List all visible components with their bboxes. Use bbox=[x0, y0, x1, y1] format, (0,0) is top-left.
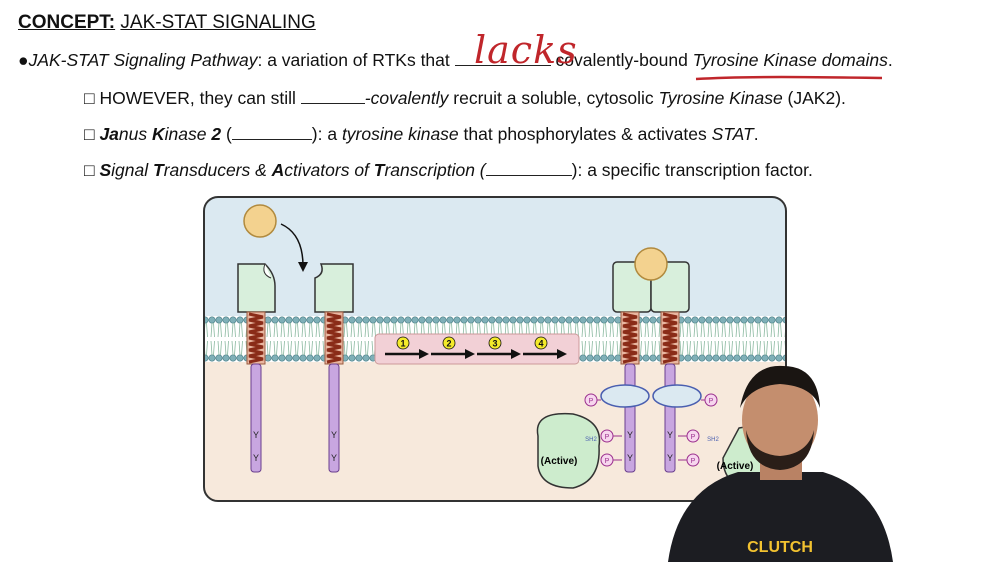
svg-text:P: P bbox=[709, 398, 714, 405]
extracellular-space bbox=[204, 197, 786, 316]
sub3-b3: A bbox=[271, 160, 285, 180]
sub2-emph: tyrosine kinase bbox=[341, 124, 459, 144]
term-jak-stat: JAK-STAT Signaling Pathway bbox=[28, 50, 258, 70]
svg-text:2: 2 bbox=[446, 339, 451, 349]
jak-oval-right bbox=[652, 384, 702, 408]
svg-text:Y: Y bbox=[667, 453, 673, 463]
jak-oval-left bbox=[600, 384, 650, 408]
svg-text:P: P bbox=[691, 458, 696, 465]
sub-bullet-1: □ HOWEVER, they can still -covalently re… bbox=[84, 88, 846, 109]
sub1-italic: -covalently bbox=[364, 88, 449, 108]
sub1-text-1: HOWEVER, they can still bbox=[94, 88, 301, 108]
checkbox-icon: □ bbox=[84, 160, 95, 180]
sub2-b3: 2 bbox=[211, 124, 222, 144]
sub1-blank bbox=[300, 89, 365, 104]
svg-text:Y: Y bbox=[627, 453, 633, 463]
svg-text:Y: Y bbox=[253, 453, 259, 463]
bullet-dot: ● bbox=[18, 50, 29, 70]
sub3-b2: T bbox=[152, 160, 164, 180]
main-text-3: . bbox=[887, 50, 893, 70]
sh2-label-right: SH2 bbox=[707, 437, 719, 443]
sub2-b2: K bbox=[152, 124, 165, 144]
sub1-text-3: (JAK2). bbox=[782, 88, 846, 108]
checkbox-icon: □ bbox=[84, 124, 95, 144]
ligand-icon bbox=[243, 204, 277, 238]
sub3-t2: ransducers & bbox=[163, 160, 272, 180]
svg-text:P: P bbox=[605, 434, 610, 441]
stat-left bbox=[536, 412, 601, 489]
arrow-down-icon bbox=[298, 262, 308, 272]
sub2-t5: that phosphorylates & activates bbox=[458, 124, 712, 144]
svg-text:3: 3 bbox=[492, 339, 497, 349]
sub3-b1: S bbox=[99, 160, 112, 180]
red-underline bbox=[695, 75, 883, 81]
sub-bullet-3: □ Signal Transducers & Activators of Tra… bbox=[84, 160, 813, 181]
receptor-monomer-right bbox=[314, 263, 354, 313]
main-bullet: ●JAK-STAT Signaling Pathway: a variation… bbox=[18, 50, 893, 71]
sub3-t4: ranscription ( bbox=[384, 160, 486, 180]
svg-text:Y: Y bbox=[331, 453, 337, 463]
main-text-2: covalently-bound bbox=[550, 50, 693, 70]
active-label-right: (Active) bbox=[717, 461, 754, 472]
page-title: CONCEPT: JAK-STAT SIGNALING bbox=[18, 12, 316, 34]
svg-text:Y: Y bbox=[627, 430, 633, 440]
shirt-logo: CLUTCH bbox=[747, 539, 813, 556]
main-text-1: : a variation of RTKs that bbox=[257, 50, 455, 70]
sub2-t6: . bbox=[753, 124, 759, 144]
sub3-t1: ignal bbox=[111, 160, 153, 180]
sh2-label-left: SH2 bbox=[585, 437, 597, 443]
handwritten-answer: lacks bbox=[474, 28, 578, 72]
receptor-monomer-left bbox=[237, 263, 276, 313]
topic-label: JAK-STAT SIGNALING bbox=[120, 12, 316, 33]
concept-label: CONCEPT: bbox=[18, 12, 116, 33]
presenter-video: CLUTCH bbox=[668, 365, 893, 562]
sub2-emph2: STAT bbox=[711, 124, 754, 144]
svg-text:P: P bbox=[605, 458, 610, 465]
active-label-left: (Active) bbox=[541, 456, 578, 467]
sub2-t4: ): a bbox=[311, 124, 342, 144]
svg-text:Y: Y bbox=[331, 430, 337, 440]
sub3-t3: ctivators of bbox=[284, 160, 374, 180]
sub2-t1: nus bbox=[118, 124, 152, 144]
answer-blank bbox=[454, 51, 551, 66]
sub2-blank bbox=[231, 125, 312, 140]
svg-text:P: P bbox=[589, 398, 594, 405]
svg-text:1: 1 bbox=[400, 339, 405, 349]
svg-text:Y: Y bbox=[253, 430, 259, 440]
pathway-box bbox=[374, 333, 580, 365]
sub1-emph: Tyrosine Kinase bbox=[658, 88, 783, 108]
sub1-text-2: recruit a soluble, cytosolic bbox=[448, 88, 659, 108]
sub2-b1: Ja bbox=[99, 124, 119, 144]
sub-bullet-2: □ Janus Kinase 2 ( ): a tyrosine kinase t… bbox=[84, 124, 759, 145]
sub3-b4: T bbox=[373, 160, 385, 180]
svg-text:P: P bbox=[691, 434, 696, 441]
sub3-t5: ): a specific transcription factor. bbox=[571, 160, 813, 180]
term-tk-domains: Tyrosine Kinase domains bbox=[692, 50, 888, 70]
sub3-blank bbox=[485, 161, 572, 176]
sub2-t2: inase bbox=[164, 124, 212, 144]
svg-text:Y: Y bbox=[667, 430, 673, 440]
bound-ligand-icon bbox=[634, 247, 668, 281]
svg-text:4: 4 bbox=[538, 339, 543, 349]
checkbox-icon: □ bbox=[84, 88, 95, 108]
sub2-t3: ( bbox=[221, 124, 232, 144]
